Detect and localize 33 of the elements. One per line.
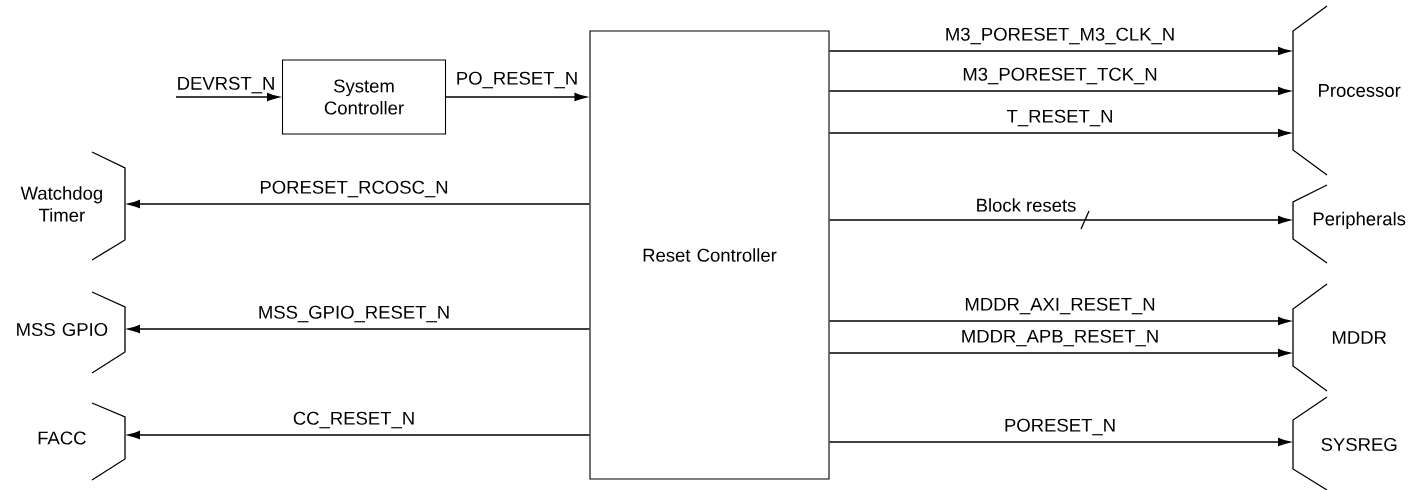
- arrow: [828, 316, 1291, 326]
- block-bracket: MSS GPIO: [17, 291, 126, 374]
- arrow: [127, 430, 591, 440]
- signal-label: MDDR_APB_RESET_N: [959, 328, 1161, 348]
- block-bracket: Peripherals: [1292, 184, 1406, 264]
- signal-label: Block resets: [974, 197, 1078, 213]
- arrow: [828, 348, 1291, 358]
- signal-label: CC_RESET_N: [291, 410, 417, 430]
- block-bracket: SYSREG: [1292, 396, 1397, 490]
- block-bracket: MDDR: [1292, 283, 1387, 392]
- signal-label: M3_PORESET_TCK_N: [961, 66, 1159, 86]
- arrow: [828, 46, 1291, 56]
- signal-label: MDDR_AXI_RESET_N: [963, 296, 1157, 316]
- signal-label: PORESET_RCOSC_N: [258, 179, 450, 199]
- signal-label: PO_RESET_N: [454, 70, 580, 90]
- arrow: [127, 324, 591, 334]
- block-box: System Controller: [281, 59, 447, 135]
- block-bracket: FACC: [38, 402, 126, 481]
- arrow: [828, 437, 1291, 447]
- arrow: [175, 92, 280, 102]
- block-box: Reset Controller: [589, 30, 830, 480]
- arrow: [828, 86, 1291, 96]
- signal-label: DEVRST_N: [178, 76, 274, 94]
- arrow: [828, 215, 1291, 225]
- arrow: [828, 128, 1291, 138]
- signal-label: T_RESET_N: [1005, 108, 1115, 128]
- arrow: [445, 92, 587, 102]
- signal-label: PORESET_N: [1003, 417, 1118, 437]
- signal-label: M3_PORESET_M3_CLK_N: [943, 26, 1177, 46]
- signal-label: MSS_GPIO_RESET_N: [256, 304, 452, 324]
- arrow: [127, 199, 591, 209]
- block-bracket: Processor: [1292, 5, 1401, 176]
- block-bracket: Watchdog Timer: [20, 151, 126, 261]
